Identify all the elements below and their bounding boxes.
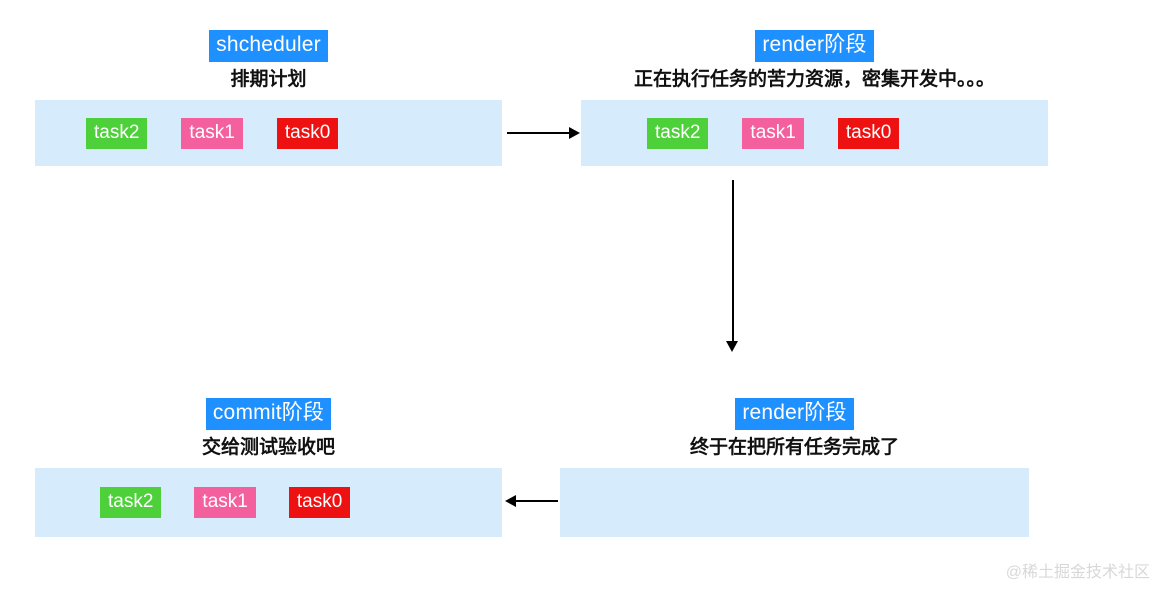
- phase-scheduler-tag: shcheduler: [209, 30, 328, 62]
- phase-render-done-tag: render阶段: [735, 398, 854, 430]
- arrow-render-to-done-head: [726, 341, 738, 352]
- phase-scheduler-subtitle: 排期计划: [230, 69, 307, 90]
- arrow-done-to-commit-line: [516, 500, 558, 502]
- arrow-scheduler-to-render-line: [507, 132, 571, 134]
- phase-render-done-panel: [560, 468, 1029, 537]
- phase-render-running-header: render阶段 正在执行任务的苦力资源，密集开发中。。。: [581, 30, 1048, 92]
- arrow-scheduler-to-render-head: [569, 127, 580, 139]
- task-chip-task1[interactable]: task1: [742, 117, 804, 149]
- phase-commit-tag: commit阶段: [205, 398, 332, 430]
- arrow-done-to-commit-head: [505, 495, 516, 507]
- phase-render-done: render阶段 终于在把所有任务完成了: [560, 398, 1029, 460]
- task-chip-task1[interactable]: task1: [194, 487, 256, 518]
- phase-render-running-panel: task2 task1 task0: [581, 100, 1048, 166]
- task-chip-task2[interactable]: task2: [86, 117, 148, 149]
- task-chip-task0[interactable]: task0: [837, 117, 900, 149]
- phase-commit-subtitle: 交给测试验收吧: [201, 437, 335, 458]
- phase-render-running: render阶段 正在执行任务的苦力资源，密集开发中。。。: [581, 30, 1048, 92]
- phase-commit: commit阶段 交给测试验收吧: [35, 398, 502, 460]
- phase-render-done-header: render阶段 终于在把所有任务完成了: [560, 398, 1029, 460]
- task-chip-task0[interactable]: task0: [276, 117, 339, 149]
- phase-commit-header: commit阶段 交给测试验收吧: [35, 398, 502, 460]
- task-chip-task1[interactable]: task1: [181, 117, 243, 149]
- task-chip-task2[interactable]: task2: [647, 117, 709, 149]
- phase-scheduler: shcheduler 排期计划: [35, 30, 502, 92]
- task-chip-task2[interactable]: task2: [100, 487, 162, 518]
- phase-commit-task-list: task2 task1 task0: [100, 487, 351, 518]
- phase-scheduler-header: shcheduler 排期计划: [35, 30, 502, 92]
- phase-render-done-subtitle: 终于在把所有任务完成了: [689, 437, 899, 458]
- phase-render-running-tag: render阶段: [755, 30, 874, 62]
- phase-scheduler-task-list: task2 task1 task0: [86, 117, 339, 149]
- task-chip-task0[interactable]: task0: [288, 487, 351, 518]
- phase-render-running-task-list: task2 task1 task0: [647, 117, 900, 149]
- watermark: @稀土掘金技术社区: [1005, 564, 1150, 581]
- phase-render-running-subtitle: 正在执行任务的苦力资源，密集开发中。。。: [633, 69, 995, 90]
- arrow-render-to-done-line: [732, 180, 734, 343]
- phase-scheduler-panel: task2 task1 task0: [35, 100, 502, 166]
- phase-commit-panel: task2 task1 task0: [35, 468, 502, 537]
